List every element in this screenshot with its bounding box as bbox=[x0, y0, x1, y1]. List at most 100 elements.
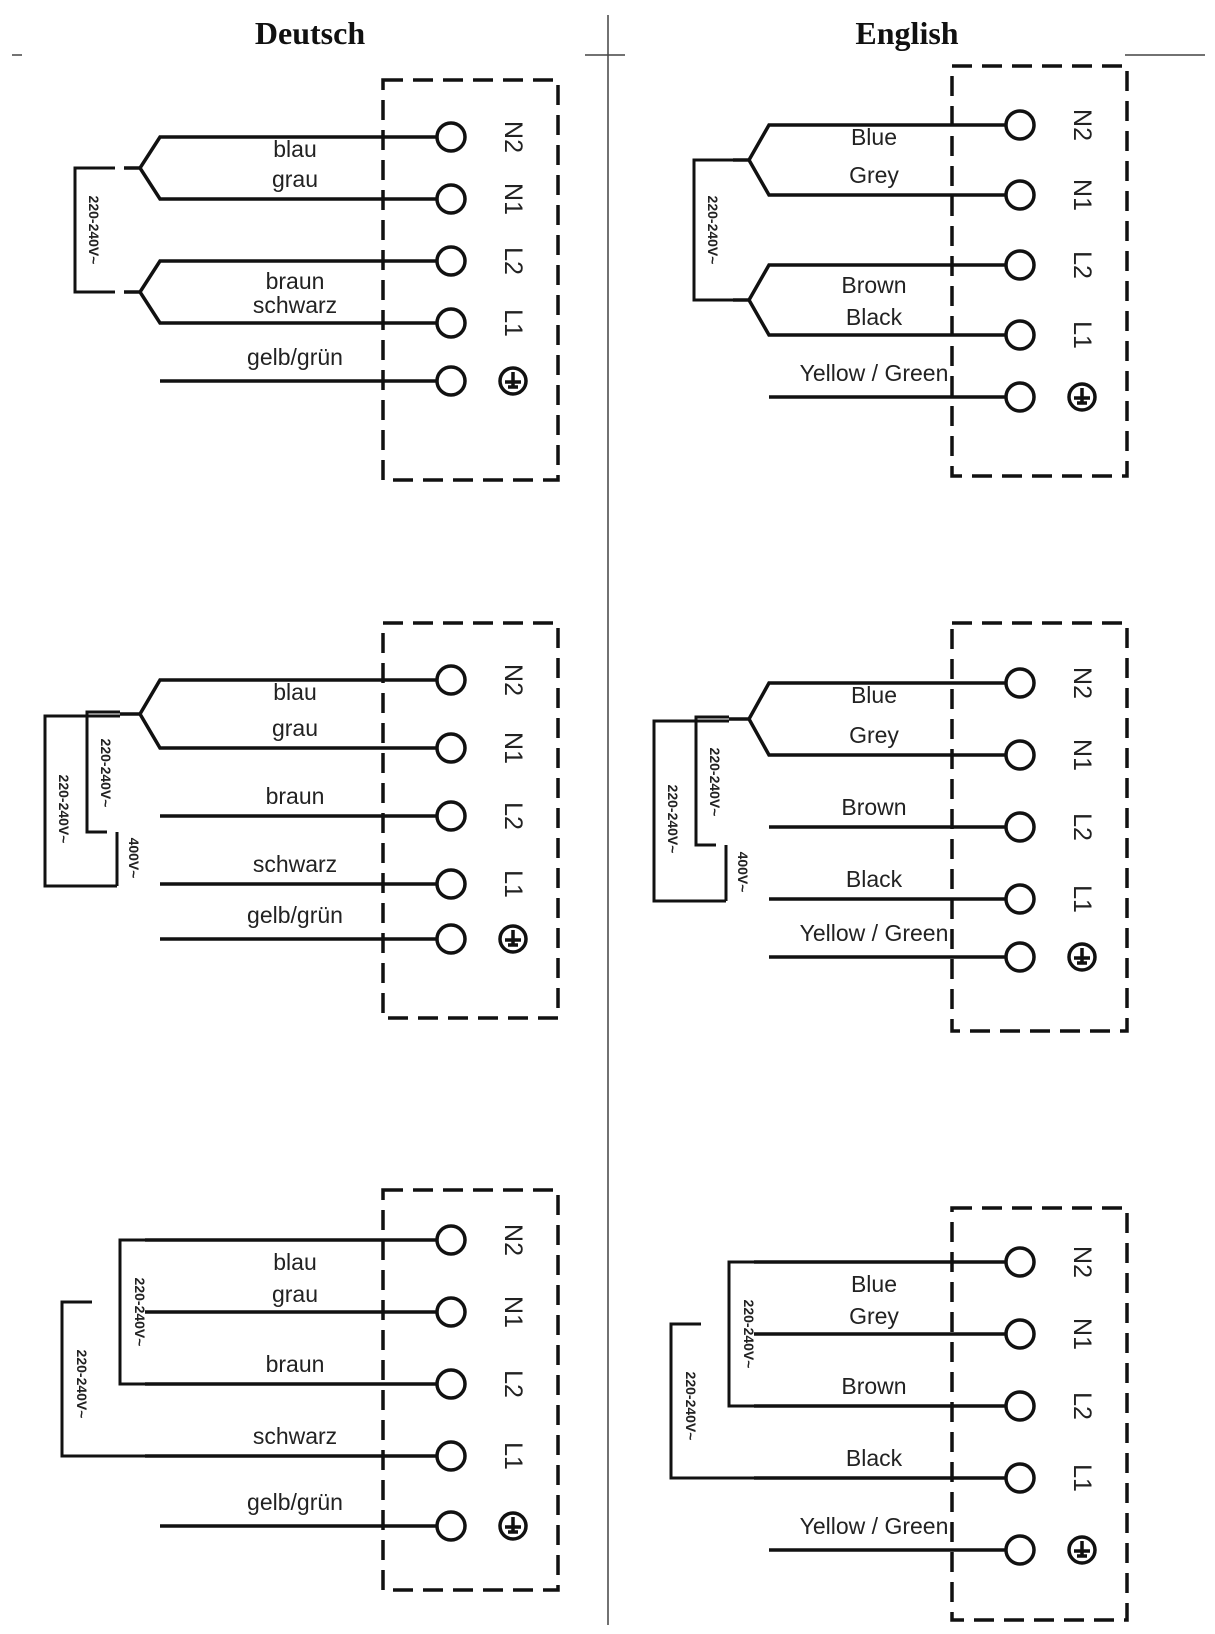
wire-color-label: Blue bbox=[851, 1271, 897, 1297]
wire-color-label: Grey bbox=[849, 1303, 899, 1329]
column-title-deutsch: Deutsch bbox=[255, 15, 365, 51]
terminal-circle bbox=[435, 1368, 467, 1400]
terminal-circle bbox=[435, 1296, 467, 1328]
diagram-de-2: N2N1L2L1220-240V~220-240V~400V~blaugraub… bbox=[43, 621, 560, 1020]
earth-ground-icon bbox=[1067, 1535, 1097, 1565]
terminal-circle bbox=[435, 800, 467, 832]
wire-color-label: schwarz bbox=[253, 292, 337, 318]
terminal-box bbox=[950, 64, 1129, 478]
wire-color-label: Brown bbox=[841, 1373, 906, 1399]
voltage-label: 220-240V~ bbox=[683, 1372, 699, 1441]
earth-ground-icon bbox=[498, 366, 528, 396]
terminal-label-n1: N1 bbox=[1068, 1318, 1096, 1350]
terminal-label-n1: N1 bbox=[499, 732, 527, 764]
terminal-box bbox=[381, 1188, 560, 1592]
terminal-circle bbox=[1004, 1246, 1036, 1278]
voltage-bracket-outer bbox=[652, 719, 729, 903]
terminal-label-l2: L2 bbox=[499, 1370, 527, 1398]
terminal-box bbox=[950, 1206, 1129, 1622]
terminal-circle bbox=[435, 245, 467, 277]
voltage-bracket bbox=[692, 158, 734, 302]
wire-color-label: grau bbox=[272, 715, 318, 741]
terminal-circle bbox=[435, 664, 467, 696]
wire-color-label: Black bbox=[846, 1445, 903, 1471]
wire-color-label: Grey bbox=[849, 722, 899, 748]
wire-color-label: Yellow / Green bbox=[800, 1513, 949, 1539]
terminal-circle bbox=[1004, 1390, 1036, 1422]
terminal-label-l2: L2 bbox=[499, 802, 527, 830]
terminal-label-l2: L2 bbox=[1068, 251, 1096, 279]
wire-color-label: Brown bbox=[841, 794, 906, 820]
terminal-label-n2: N2 bbox=[499, 1224, 527, 1256]
terminal-circle bbox=[435, 1224, 467, 1256]
wire-color-label: blau bbox=[273, 1249, 316, 1275]
terminal-label-n1: N1 bbox=[1068, 739, 1096, 771]
voltage-bracket-inner bbox=[694, 715, 729, 847]
terminal-circle-earth bbox=[435, 1510, 467, 1542]
wire-color-label: braun bbox=[266, 268, 325, 294]
terminal-box bbox=[381, 78, 560, 482]
terminal-circle-earth bbox=[435, 923, 467, 955]
terminal-circle bbox=[1004, 811, 1036, 843]
wire-color-label: gelb/grün bbox=[247, 1489, 343, 1515]
voltage-label: 220-240V~ bbox=[132, 1278, 148, 1347]
wire-color-label: schwarz bbox=[253, 1423, 337, 1449]
terminal-label-l2: L2 bbox=[499, 247, 527, 275]
voltage-label: 400V~ bbox=[735, 852, 751, 893]
wire-color-label: braun bbox=[266, 783, 325, 809]
voltage-label: 400V~ bbox=[126, 838, 142, 879]
wire-color-label: gelb/grün bbox=[247, 344, 343, 370]
voltage-bracket-inner bbox=[118, 1238, 145, 1386]
voltage-label: 220-240V~ bbox=[705, 196, 721, 265]
terminal-circle bbox=[1004, 179, 1036, 211]
diagram-en-1: N2N1L2L1220-240V~BlueGreyBrownBlackYello… bbox=[692, 64, 1129, 478]
voltage-bracket-outer bbox=[43, 714, 120, 888]
terminal-circle bbox=[435, 732, 467, 764]
terminal-label-l1: L1 bbox=[499, 870, 527, 898]
terminal-label-l2: L2 bbox=[1068, 813, 1096, 841]
earth-ground-icon bbox=[498, 1511, 528, 1541]
terminal-label-n1: N1 bbox=[499, 1296, 527, 1328]
wire-color-label: grau bbox=[272, 1281, 318, 1307]
voltage-label: 220-240V~ bbox=[707, 748, 723, 817]
voltage-bracket bbox=[73, 166, 115, 294]
wire-color-label: blau bbox=[273, 136, 316, 162]
wire-color-label: Blue bbox=[851, 682, 897, 708]
terminal-label-n1: N1 bbox=[1068, 179, 1096, 211]
wire-color-label: Black bbox=[846, 304, 903, 330]
voltage-label: 220-240V~ bbox=[86, 196, 102, 265]
terminal-label-l1: L1 bbox=[1068, 885, 1096, 913]
terminal-label-l1: L1 bbox=[1068, 321, 1096, 349]
wire-color-label: braun bbox=[266, 1351, 325, 1377]
voltage-label: 220-240V~ bbox=[665, 785, 681, 854]
earth-ground-icon bbox=[1067, 382, 1097, 412]
wire-color-label: schwarz bbox=[253, 851, 337, 877]
terminal-circle bbox=[1004, 667, 1036, 699]
voltage-bracket-outer bbox=[669, 1322, 756, 1480]
voltage-label: 220-240V~ bbox=[56, 775, 72, 844]
terminal-circle bbox=[1004, 109, 1036, 141]
earth-ground-icon bbox=[498, 924, 528, 954]
terminal-circle bbox=[1004, 1462, 1036, 1494]
terminal-circle-earth bbox=[1004, 941, 1036, 973]
terminal-label-n2: N2 bbox=[499, 121, 527, 153]
wire-color-label: gelb/grün bbox=[247, 902, 343, 928]
wire-color-label: Blue bbox=[851, 124, 897, 150]
terminal-circle-earth bbox=[435, 365, 467, 397]
voltage-label: 220-240V~ bbox=[741, 1300, 757, 1369]
voltage-bracket-inner bbox=[727, 1260, 754, 1408]
wire-color-label: Black bbox=[846, 866, 903, 892]
terminal-label-n2: N2 bbox=[1068, 667, 1096, 699]
wire-color-label: blau bbox=[273, 679, 316, 705]
wire-color-label: Yellow / Green bbox=[800, 920, 949, 946]
voltage-bracket-inner bbox=[85, 710, 120, 834]
diagram-en-3: N2N1L2L1220-240V~220-240V~BlueGreyBrownB… bbox=[669, 1206, 1129, 1622]
voltage-bracket-outer bbox=[60, 1300, 147, 1458]
diagram-de-3: N2N1L2L1220-240V~220-240V~blaugraubrauns… bbox=[60, 1188, 560, 1592]
terminal-label-l2: L2 bbox=[1068, 1392, 1096, 1420]
wire-color-label: Yellow / Green bbox=[800, 360, 949, 386]
terminal-circle bbox=[435, 121, 467, 153]
diagram-de-1: N2N1L2L1220-240V~blaugraubraunschwarzgel… bbox=[73, 78, 560, 482]
diagram-group: N2N1L2L1220-240V~blaugraubraunschwarzgel… bbox=[43, 64, 1129, 1622]
